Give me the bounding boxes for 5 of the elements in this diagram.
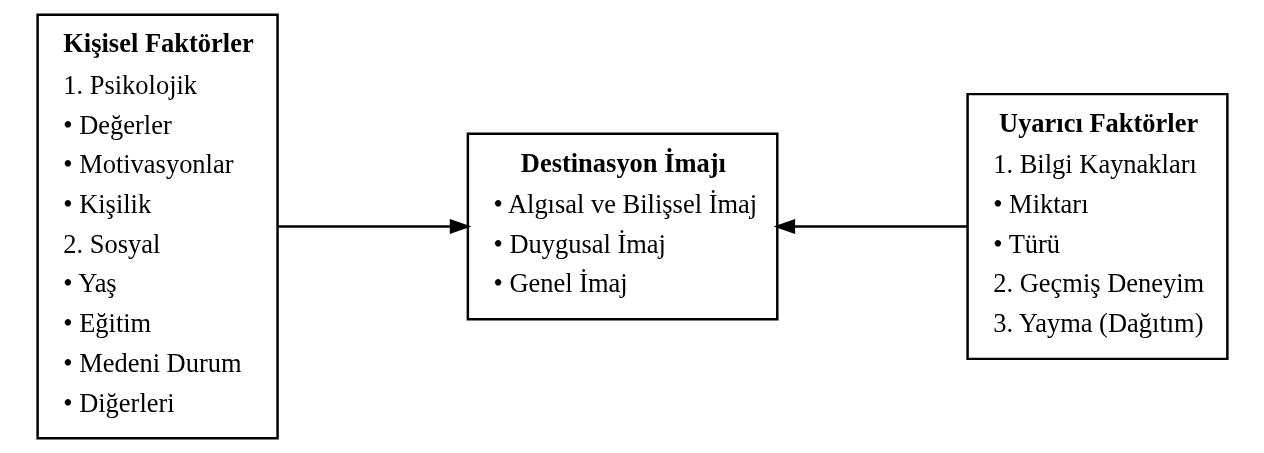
- node-box: Uyarıcı Faktörler 1. Bilgi Kaynakları • Miktarı • Türü 2. Geçmiş Deneyim 3. Yayma (Dağıtım): [965, 92, 1229, 361]
- node-box: Destinasyon İmajı • Algısal ve Bilişsel İmaj • Duygusal İmaj • Genel İmaj: [466, 132, 779, 321]
- arrow: [277, 218, 471, 235]
- node-box: Kişisel Faktörler 1. Psikolojik • Değerler • Motivasyonlar • Kişilik 2. Sosyal • Yaş • Eğitim • Medeni Durum • Diğerleri: [35, 13, 279, 440]
- arrow: [773, 218, 967, 235]
